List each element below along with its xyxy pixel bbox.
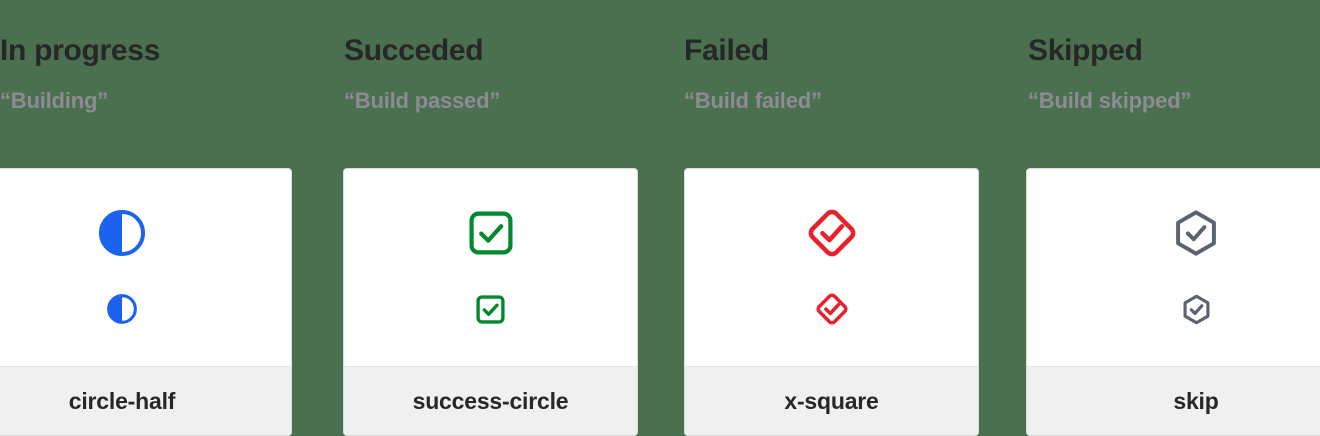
icon-card-body [344,169,637,366]
status-column-skipped: Skipped “Build skipped” [1026,0,1320,436]
icon-card-body [0,169,291,366]
column-title: Succeded [344,34,484,67]
status-column-in-progress: In progress “Building” [0,0,342,436]
icon-card-footer: skip [1027,366,1320,435]
success-circle-icon [467,209,515,257]
icon-small-slot [106,279,138,339]
column-title: Skipped [1028,34,1143,67]
x-square-icon-small [815,292,849,326]
icon-small-slot [1180,279,1213,339]
icon-large-slot [1171,187,1221,279]
icon-card-label: x-square [784,387,879,414]
icon-card-label: skip [1173,387,1219,414]
icon-large-slot [467,187,515,279]
success-circle-icon-small [475,294,506,325]
icon-card-label: success-circle [412,387,569,414]
icon-card-circle-half[interactable]: circle-half [0,168,292,436]
column-title: Failed [684,34,769,67]
column-subtitle: “Build failed” [684,88,822,113]
skip-icon [1171,208,1221,258]
icon-card-footer: success-circle [344,366,637,435]
circle-half-icon [97,208,147,258]
icon-card-x-square[interactable]: x-square [684,168,979,436]
icon-large-slot [97,187,147,279]
column-title: In progress [0,34,161,67]
icon-card-success-circle[interactable]: success-circle [343,168,638,436]
icon-card-skip[interactable]: skip [1026,168,1320,436]
icon-card-body [1027,169,1320,366]
icon-card-label: circle-half [68,387,176,414]
skip-icon-small [1180,293,1213,326]
status-column-succeded: Succeded “Build passed” [342,0,684,436]
icon-card-body [685,169,978,366]
icon-card-footer: x-square [685,366,978,435]
column-subtitle: “Build skipped” [1028,88,1192,113]
column-subtitle: “Building” [0,88,108,113]
icon-small-slot [815,279,849,339]
column-subtitle: “Build passed” [344,88,501,113]
status-column-failed: Failed “Build failed” [684,0,1026,436]
circle-half-icon-small [106,293,138,325]
x-square-icon [806,207,858,259]
icon-card-footer: circle-half [0,366,291,435]
icon-small-slot [475,279,506,339]
icon-large-slot [806,187,858,279]
